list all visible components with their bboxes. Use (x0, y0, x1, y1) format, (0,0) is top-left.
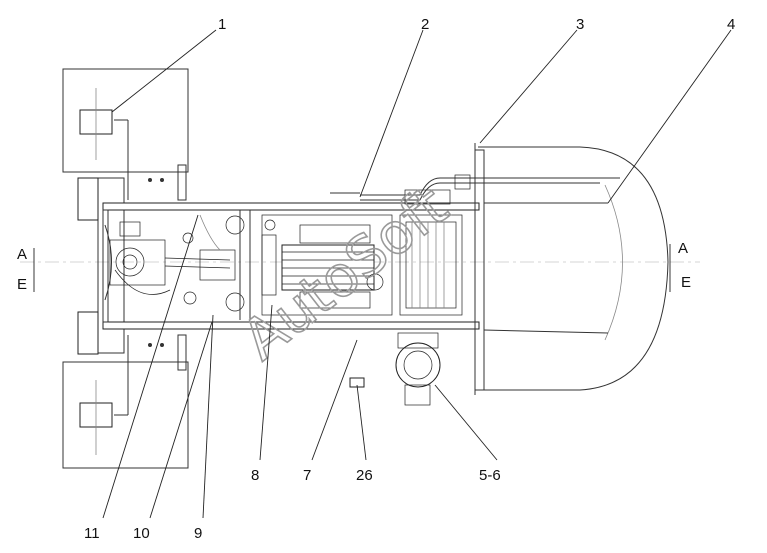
callout-2: 2 (421, 16, 429, 33)
callout-7: 7 (303, 467, 311, 484)
callout-leaders (102, 29, 732, 519)
exhaust-pipe (330, 174, 620, 201)
drive-axle (104, 221, 231, 301)
transmission-assembly (182, 210, 251, 320)
callout-1: 1 (218, 16, 226, 33)
callout-10: 10 (133, 525, 150, 542)
air-filter-assembly (349, 332, 441, 406)
section-mark-left-e: E (17, 276, 27, 293)
callout-labels: 1 2 3 4 5-6 7 8 26 9 10 11 (84, 16, 735, 542)
section-marks: A E A E (17, 240, 691, 293)
engine-block (261, 214, 393, 316)
section-mark-right-e: E (681, 274, 691, 291)
radiator-assembly (399, 189, 463, 316)
callout-8: 8 (251, 467, 259, 484)
section-mark-right-a: A (678, 240, 688, 257)
rear-axle-assembly (62, 68, 189, 469)
callout-4: 4 (727, 16, 735, 33)
section-mark-left-a: A (17, 246, 27, 263)
counterweight-outline (478, 146, 669, 391)
callout-5-6: 5-6 (479, 467, 501, 484)
callout-11: 11 (84, 525, 100, 542)
callout-9: 9 (194, 525, 202, 542)
callout-3: 3 (576, 16, 584, 33)
callout-26: 26 (356, 467, 373, 484)
